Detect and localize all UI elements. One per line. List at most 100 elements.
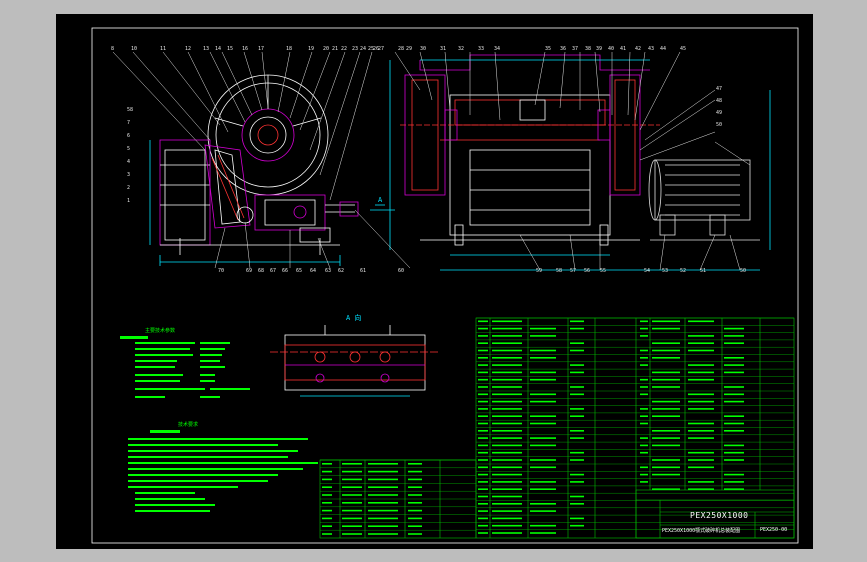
balloon-side-7: 1 bbox=[127, 198, 131, 204]
balloon-top-right-6: 34 bbox=[494, 46, 501, 52]
parts-row-text bbox=[724, 335, 744, 337]
parts-row-text bbox=[530, 393, 556, 396]
parts-row-text bbox=[368, 470, 398, 473]
parts-row-text bbox=[492, 510, 522, 512]
parts-row-text bbox=[492, 415, 522, 417]
parts-row-text bbox=[368, 533, 398, 535]
parts-row-text bbox=[652, 430, 680, 432]
balloon-motor-0: 47 bbox=[716, 86, 723, 92]
balloon-top-right-16: 44 bbox=[660, 46, 667, 52]
parts-row-text bbox=[478, 327, 488, 330]
parts-row-text bbox=[342, 470, 362, 473]
parts-row-text bbox=[688, 430, 714, 432]
parts-row-text bbox=[408, 494, 422, 496]
parts-row-text bbox=[478, 400, 488, 403]
parts-row-text bbox=[492, 517, 522, 520]
balloon-top-right-8: 36 bbox=[560, 46, 567, 52]
parts-row-text bbox=[478, 503, 488, 505]
tech-params-title: 主要技术参数 bbox=[145, 328, 176, 334]
parts-row-text bbox=[478, 378, 488, 381]
parts-row-text bbox=[478, 532, 488, 534]
parts-row-text bbox=[478, 459, 488, 461]
parts-row-text bbox=[570, 349, 584, 352]
parts-row-text bbox=[322, 533, 332, 535]
parts-row-text bbox=[530, 510, 556, 512]
parts-row-text bbox=[640, 335, 648, 337]
parts-row-text bbox=[478, 415, 488, 417]
parts-row-text bbox=[724, 459, 744, 461]
parts-row-text bbox=[492, 422, 522, 425]
parts-row-text bbox=[688, 451, 714, 454]
parts-row-text bbox=[570, 437, 584, 439]
balloon-bottom-left-4: 66 bbox=[282, 268, 289, 274]
view-direction-marker: A bbox=[378, 196, 383, 204]
parts-row-text bbox=[688, 320, 714, 323]
parts-row-text bbox=[492, 473, 522, 476]
parts-row-text bbox=[530, 459, 556, 461]
parts-row-text bbox=[724, 400, 744, 403]
parts-row-text bbox=[530, 415, 556, 417]
parts-row-text bbox=[492, 393, 522, 396]
parts-row-text bbox=[492, 444, 522, 447]
balloon-top-right-14: 42 bbox=[635, 46, 642, 52]
parts-row-text bbox=[530, 444, 556, 447]
balloon-bottom-left-8: 62 bbox=[338, 268, 345, 274]
parts-row-text bbox=[652, 459, 680, 461]
parts-row-text bbox=[478, 320, 488, 323]
balloon-top-right-0: 28 bbox=[398, 46, 405, 52]
parts-row-text bbox=[492, 320, 522, 323]
parts-row-text bbox=[530, 503, 556, 505]
parts-row-text bbox=[408, 533, 422, 535]
parts-row-text bbox=[478, 481, 488, 483]
parts-row-text bbox=[492, 532, 522, 534]
parts-row-text bbox=[368, 517, 398, 520]
parts-row-text bbox=[640, 378, 648, 381]
parts-row-text bbox=[724, 415, 744, 417]
parts-row-text bbox=[478, 473, 488, 476]
parts-row-text bbox=[652, 400, 680, 403]
parts-row-text bbox=[570, 408, 584, 410]
parts-row-text bbox=[408, 517, 422, 520]
balloon-top-left-6: 15 bbox=[227, 46, 234, 52]
parts-row-text bbox=[652, 371, 680, 374]
balloon-top-right-17: 45 bbox=[680, 46, 687, 52]
parts-row-text bbox=[368, 525, 398, 527]
parts-row-text bbox=[492, 408, 522, 410]
balloon-top-right-3: 31 bbox=[440, 46, 447, 52]
parts-row-text bbox=[408, 470, 422, 473]
parts-row-text bbox=[408, 478, 422, 481]
parts-row-text bbox=[688, 364, 714, 366]
parts-row-text bbox=[478, 437, 488, 439]
parts-list-rows bbox=[320, 317, 794, 531]
parts-row-text bbox=[408, 509, 422, 512]
parts-row-text bbox=[570, 430, 584, 432]
parts-row-text bbox=[688, 488, 714, 490]
parts-row-text bbox=[530, 400, 556, 403]
parts-row-text bbox=[368, 463, 398, 465]
balloon-bottom-left-1: 69 bbox=[246, 268, 253, 274]
balloon-bottom-right-7: 52 bbox=[680, 268, 687, 274]
parts-row-text bbox=[530, 349, 556, 352]
balloon-bottom-left-2: 68 bbox=[258, 268, 265, 274]
parts-row-text bbox=[652, 349, 680, 352]
balloon-top-left-4: 13 bbox=[203, 46, 210, 52]
parts-row-text bbox=[688, 400, 714, 403]
parts-row-text bbox=[322, 517, 332, 520]
parts-row-text bbox=[408, 486, 422, 488]
balloon-side-5: 3 bbox=[127, 172, 131, 178]
requirements-title: 技术要求 bbox=[178, 422, 199, 428]
parts-row-text bbox=[724, 451, 744, 454]
parts-row-text bbox=[688, 437, 714, 439]
parts-row-text bbox=[688, 378, 714, 381]
parts-row-text bbox=[492, 364, 522, 366]
parts-row-text bbox=[652, 386, 680, 388]
parts-row-text bbox=[724, 488, 744, 490]
balloon-top-left-1: 10 bbox=[131, 46, 138, 52]
parts-row-text bbox=[368, 509, 398, 512]
model-number: PEX250X1000 bbox=[690, 511, 749, 520]
balloon-bottom-right-9: 50 bbox=[740, 268, 747, 274]
parts-row-text bbox=[688, 481, 714, 483]
parts-row-text bbox=[570, 473, 584, 476]
balloon-top-left-18: 27 bbox=[378, 46, 385, 52]
